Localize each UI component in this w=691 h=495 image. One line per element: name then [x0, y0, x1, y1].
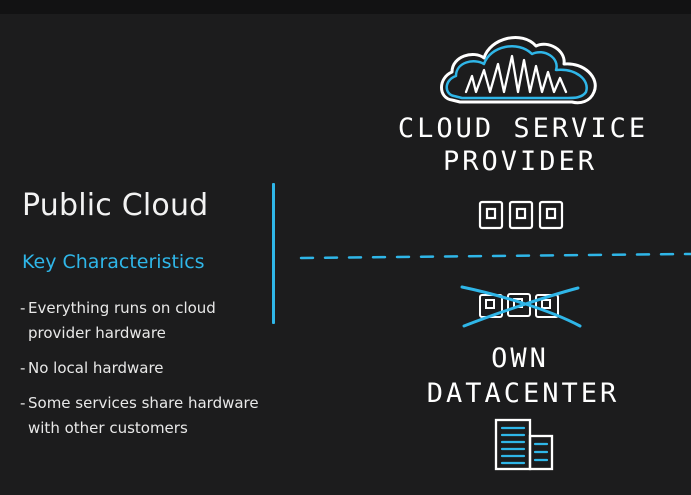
bullet-dash: - [20, 299, 26, 317]
provider-label-line2: PROVIDER [442, 146, 598, 177]
slide-title: Public Cloud [22, 188, 209, 223]
list-item: - No local hardware [20, 356, 260, 381]
slide-subtitle: Key Characteristics [22, 251, 205, 273]
bullet-text: Some services share hardware with other … [28, 394, 259, 437]
characteristics-list: - Everything runs on cloud provider hard… [20, 296, 260, 451]
datacenter-building-icon [494, 418, 554, 471]
vertical-divider [272, 183, 275, 324]
provider-server-icon [478, 200, 564, 230]
dashed-divider [299, 252, 691, 260]
bullet-dash: - [20, 394, 26, 412]
bullet-text: No local hardware [28, 359, 164, 377]
cross-out-icon [460, 285, 582, 328]
bullet-dash: - [20, 359, 26, 377]
own-label-line2: DATACENTER [426, 378, 620, 409]
list-item: - Some services share hardware with othe… [20, 391, 260, 441]
top-band [0, 0, 691, 14]
bullet-text: Everything runs on cloud provider hardwa… [28, 299, 216, 342]
own-label-line1: OWN [491, 343, 549, 374]
list-item: - Everything runs on cloud provider hard… [20, 296, 260, 346]
cloud-icon [440, 36, 597, 105]
provider-label-line1: CLOUD SERVICE [397, 113, 649, 144]
